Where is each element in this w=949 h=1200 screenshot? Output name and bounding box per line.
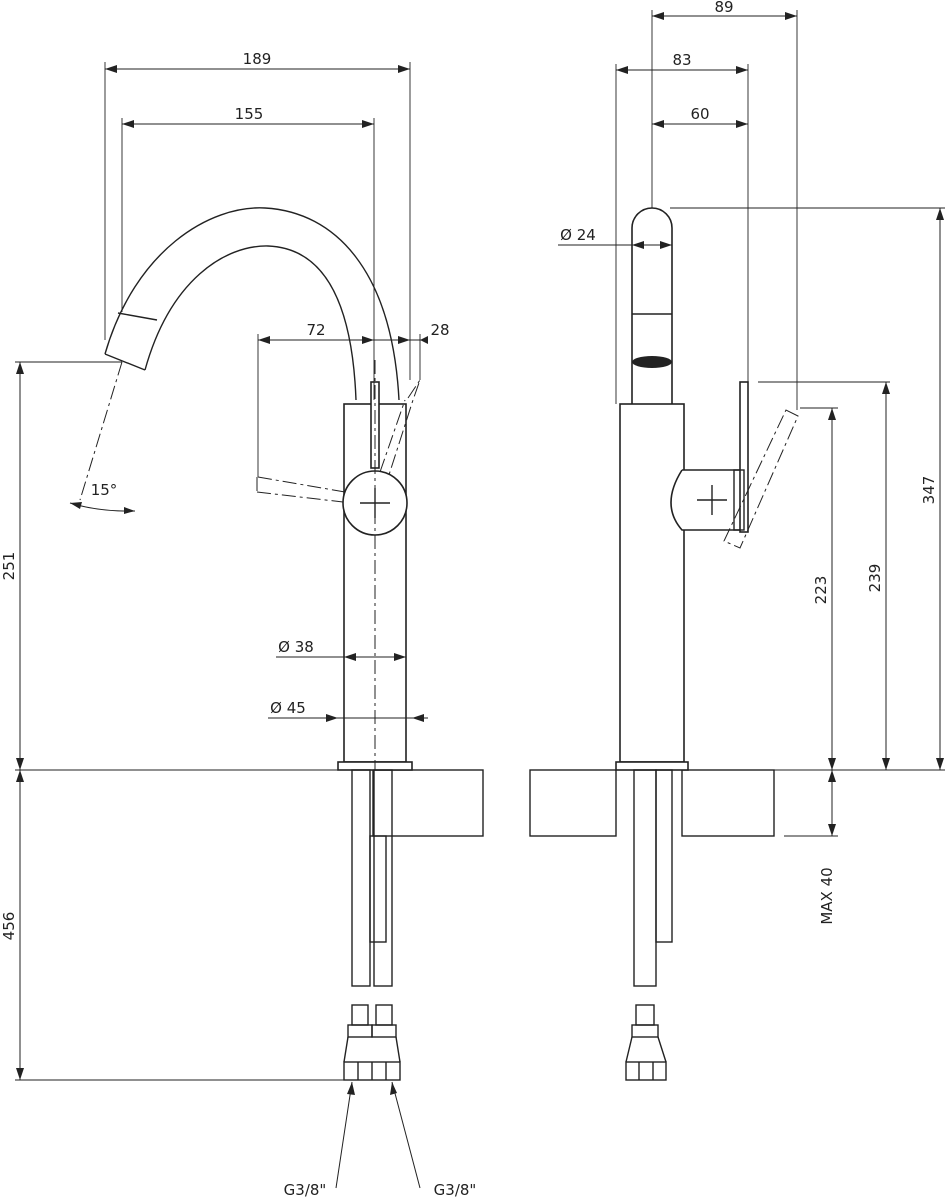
thread-label-left: G3/8" xyxy=(284,1181,327,1199)
front-hose-fittings xyxy=(343,1004,401,1081)
side-faucet-body xyxy=(619,403,685,763)
dim-89: 89 xyxy=(714,0,733,16)
dim-189: 189 xyxy=(243,50,272,68)
side-view: 89 83 60 Ø 24 223 239 347 xyxy=(529,0,945,1081)
dim-251: 251 xyxy=(0,552,18,581)
front-countertop-section xyxy=(372,769,484,837)
thread-label-right: G3/8" xyxy=(434,1181,477,1199)
dim-60: 60 xyxy=(690,105,709,123)
dim-456: 456 xyxy=(0,912,18,941)
dim-diameter-38: Ø 38 xyxy=(278,638,314,656)
front-spout-outer xyxy=(104,207,400,401)
dim-72: 72 xyxy=(306,321,325,339)
dim-223: 223 xyxy=(812,576,830,605)
dim-28: 28 xyxy=(430,321,449,339)
dim-347: 347 xyxy=(920,476,938,505)
dim-angle-15: 15° xyxy=(91,481,118,499)
dim-83: 83 xyxy=(672,51,691,69)
front-view: 189 155 72 28 15° 251 456 xyxy=(0,50,484,1199)
dim-max-40: MAX 40 xyxy=(818,867,836,924)
dim-239: 239 xyxy=(866,564,884,593)
side-hose-fittings xyxy=(625,1004,667,1081)
side-spout xyxy=(631,207,673,404)
front-spout-inner xyxy=(144,245,357,401)
dim-155: 155 xyxy=(235,105,264,123)
dim-diameter-45: Ø 45 xyxy=(270,699,306,717)
dim-diameter-24: Ø 24 xyxy=(560,226,596,244)
